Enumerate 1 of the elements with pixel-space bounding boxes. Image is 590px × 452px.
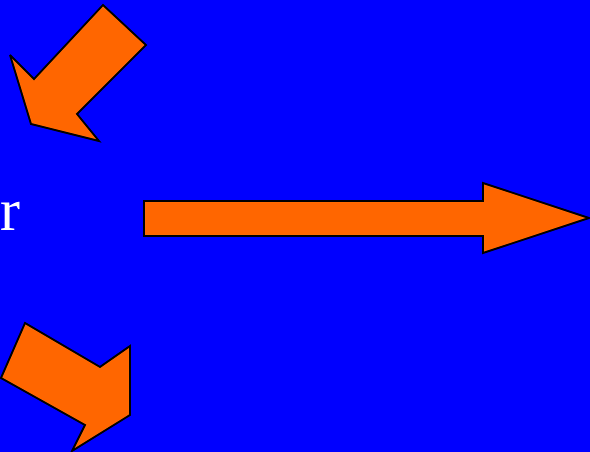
slide-text: r — [0, 180, 20, 240]
